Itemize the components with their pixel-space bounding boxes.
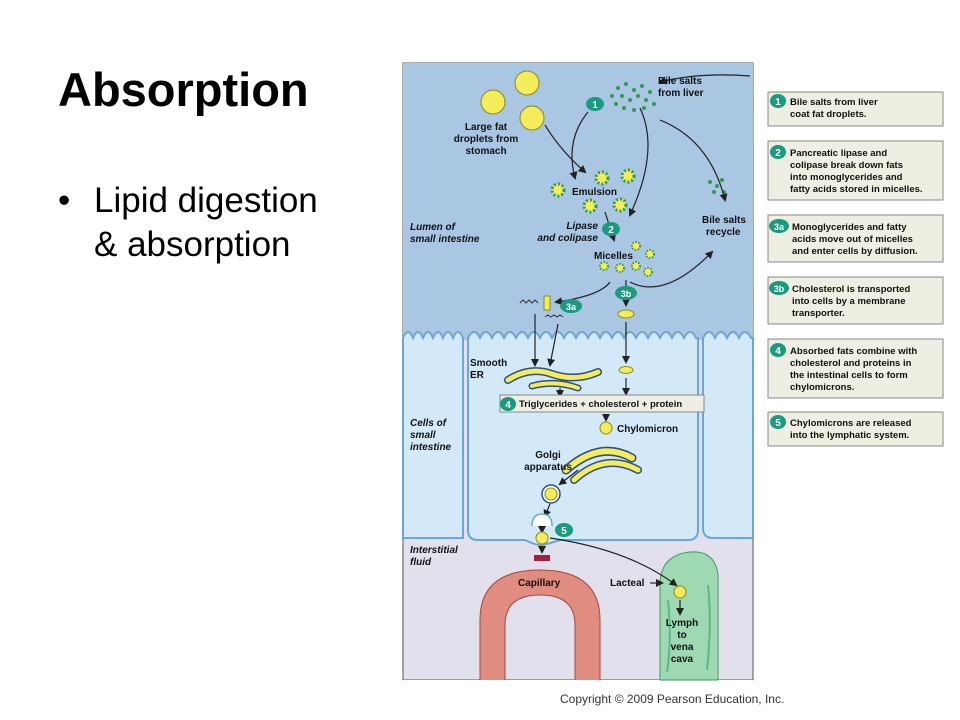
label-bile-recycle-2: recycle bbox=[706, 227, 741, 238]
label-cells-2: small bbox=[410, 430, 436, 441]
transport-items bbox=[519, 295, 635, 374]
svg-text:fatty acids stored in micelles: fatty acids stored in micelles. bbox=[790, 184, 923, 195]
label-bile-recycle: Bile salts bbox=[702, 215, 746, 226]
legend-item-3a: 3a Monoglycerides and fatty acids move o… bbox=[767, 214, 944, 263]
golgi-apparatus bbox=[561, 446, 642, 484]
label-cells: Cells of bbox=[410, 418, 448, 429]
svg-text:Pancreatic lipase and: Pancreatic lipase and bbox=[790, 148, 887, 159]
step-badges: 1 2 3a 3b 4 5 bbox=[500, 97, 637, 537]
label-triglycerides: Triglycerides + cholesterol + protein bbox=[519, 399, 682, 410]
svg-text:Monoglycerides and fatty: Monoglycerides and fatty bbox=[792, 222, 907, 233]
svg-text:coat fat droplets.: coat fat droplets. bbox=[790, 109, 867, 120]
step-badge-4 bbox=[500, 397, 516, 411]
label-interstitial-2: fluid bbox=[410, 557, 432, 568]
svg-text:into the lymphatic system.: into the lymphatic system. bbox=[790, 430, 909, 441]
label-micelles: Micelles bbox=[594, 251, 633, 262]
diagram-labels: Bile salts from liver Large fat droplets… bbox=[410, 76, 746, 665]
svg-text:1: 1 bbox=[775, 97, 781, 108]
svg-text:5: 5 bbox=[561, 526, 567, 537]
svg-text:4: 4 bbox=[775, 346, 781, 357]
label-golgi: Golgi bbox=[535, 450, 561, 461]
svg-text:1: 1 bbox=[592, 100, 598, 111]
svg-text:3b: 3b bbox=[774, 284, 785, 294]
label-lymph-2: to bbox=[677, 630, 686, 641]
bullet-dot: • bbox=[58, 181, 71, 220]
label-lymph-3: vena bbox=[671, 642, 694, 653]
label-lumen: Lumen of bbox=[410, 222, 457, 233]
label-capillary: Capillary bbox=[518, 578, 561, 589]
bile-salt-dots bbox=[610, 82, 726, 194]
copyright-notice: Copyright © 2009 Pearson Education, Inc. bbox=[560, 692, 785, 706]
emulsion-droplets bbox=[550, 168, 636, 214]
svg-text:chylomicrons.: chylomicrons. bbox=[790, 382, 854, 393]
svg-text:2: 2 bbox=[608, 225, 614, 236]
legend-item-1: 1 Bile salts from liver coat fat droplet… bbox=[767, 91, 944, 127]
label-lipase: Lipase bbox=[566, 221, 598, 232]
label-lipase-2: and colipase bbox=[537, 233, 598, 244]
svg-text:4: 4 bbox=[505, 400, 511, 411]
label-lymph: Lymph bbox=[666, 618, 698, 629]
smooth-er bbox=[504, 367, 602, 392]
svg-text:transporter.: transporter. bbox=[792, 308, 845, 319]
label-lymph-4: cava bbox=[671, 654, 694, 665]
legend-item-3b: 3b Cholesterol is transported into cells… bbox=[767, 276, 944, 325]
label-golgi-2: apparatus bbox=[524, 462, 572, 473]
svg-text:3a: 3a bbox=[774, 222, 785, 232]
svg-text:Cholesterol is transported: Cholesterol is transported bbox=[792, 284, 910, 295]
label-chylomicron: Chylomicron bbox=[617, 424, 678, 435]
triglycerides-box bbox=[499, 394, 705, 413]
svg-text:3b: 3b bbox=[621, 289, 632, 299]
step-badge-3a bbox=[560, 299, 582, 313]
label-emulsion: Emulsion bbox=[572, 187, 617, 198]
label-smooth-er-2: ER bbox=[470, 370, 485, 381]
svg-text:colipase break down fats: colipase break down fats bbox=[790, 160, 903, 171]
step-badge-5 bbox=[555, 523, 573, 537]
bullet-text-line1: Lipid digestion bbox=[94, 181, 318, 220]
label-large-fat-2: droplets from bbox=[454, 134, 519, 145]
legend-item-5: 5 Chylomicrons are released into the lym… bbox=[767, 411, 944, 447]
label-lacteal: Lacteal bbox=[610, 578, 645, 589]
label-lumen-2: small intestine bbox=[410, 234, 480, 245]
svg-text:the intestinal cells to form: the intestinal cells to form bbox=[790, 370, 908, 381]
large-fat-droplets bbox=[480, 70, 545, 131]
chylomicron-dot bbox=[599, 421, 613, 435]
label-smooth-er: Smooth bbox=[470, 358, 507, 369]
svg-text:3a: 3a bbox=[566, 302, 577, 312]
label-bile-salts-liver: Bile salts bbox=[658, 76, 702, 87]
step-badge-1 bbox=[586, 97, 604, 111]
legend-item-4: 4 Absorbed fats combine with cholesterol… bbox=[767, 338, 944, 399]
step-badge-2 bbox=[602, 222, 620, 236]
label-large-fat-3: stomach bbox=[465, 146, 506, 157]
legend-item-2: 2 Pancreatic lipase and colipase break d… bbox=[767, 140, 944, 201]
label-large-fat: Large fat bbox=[465, 122, 508, 133]
released-chylomicron bbox=[535, 531, 549, 545]
capillary-pore bbox=[534, 555, 550, 561]
svg-text:Chylomicrons are released: Chylomicrons are released bbox=[790, 418, 912, 429]
label-bile-salts-liver-2: from liver bbox=[658, 88, 704, 99]
cell-arrows bbox=[531, 314, 684, 616]
label-interstitial: Interstitial bbox=[410, 545, 458, 556]
lumen-arrows bbox=[544, 74, 751, 307]
svg-text:cholesterol and proteins in: cholesterol and proteins in bbox=[790, 358, 912, 369]
intestinal-cells bbox=[402, 331, 754, 547]
frame-bottom-mask bbox=[403, 680, 753, 692]
svg-text:5: 5 bbox=[775, 418, 781, 429]
capillary-vessel bbox=[479, 569, 601, 691]
svg-text:Absorbed fats combine with: Absorbed fats combine with bbox=[790, 346, 917, 357]
micelles bbox=[599, 241, 655, 277]
step-badge-3b bbox=[615, 286, 637, 300]
label-cells-3: intestine bbox=[410, 442, 452, 453]
svg-text:acids move out of micelles: acids move out of micelles bbox=[792, 234, 913, 245]
svg-text:into monoglycerides and: into monoglycerides and bbox=[790, 172, 903, 183]
lacteal-chylomicron bbox=[673, 585, 687, 599]
slide-title: Absorption bbox=[58, 63, 309, 116]
bullet-text-line2: & absorption bbox=[94, 225, 291, 264]
svg-text:and enter cells by diffusion.: and enter cells by diffusion. bbox=[792, 246, 918, 257]
legend: 1 Bile salts from liver coat fat droplet… bbox=[767, 91, 944, 447]
svg-text:Bile salts from liver: Bile salts from liver bbox=[790, 97, 878, 108]
svg-text:2: 2 bbox=[775, 148, 781, 159]
lumen-region bbox=[403, 63, 753, 340]
svg-text:into cells by a membrane: into cells by a membrane bbox=[792, 296, 906, 307]
